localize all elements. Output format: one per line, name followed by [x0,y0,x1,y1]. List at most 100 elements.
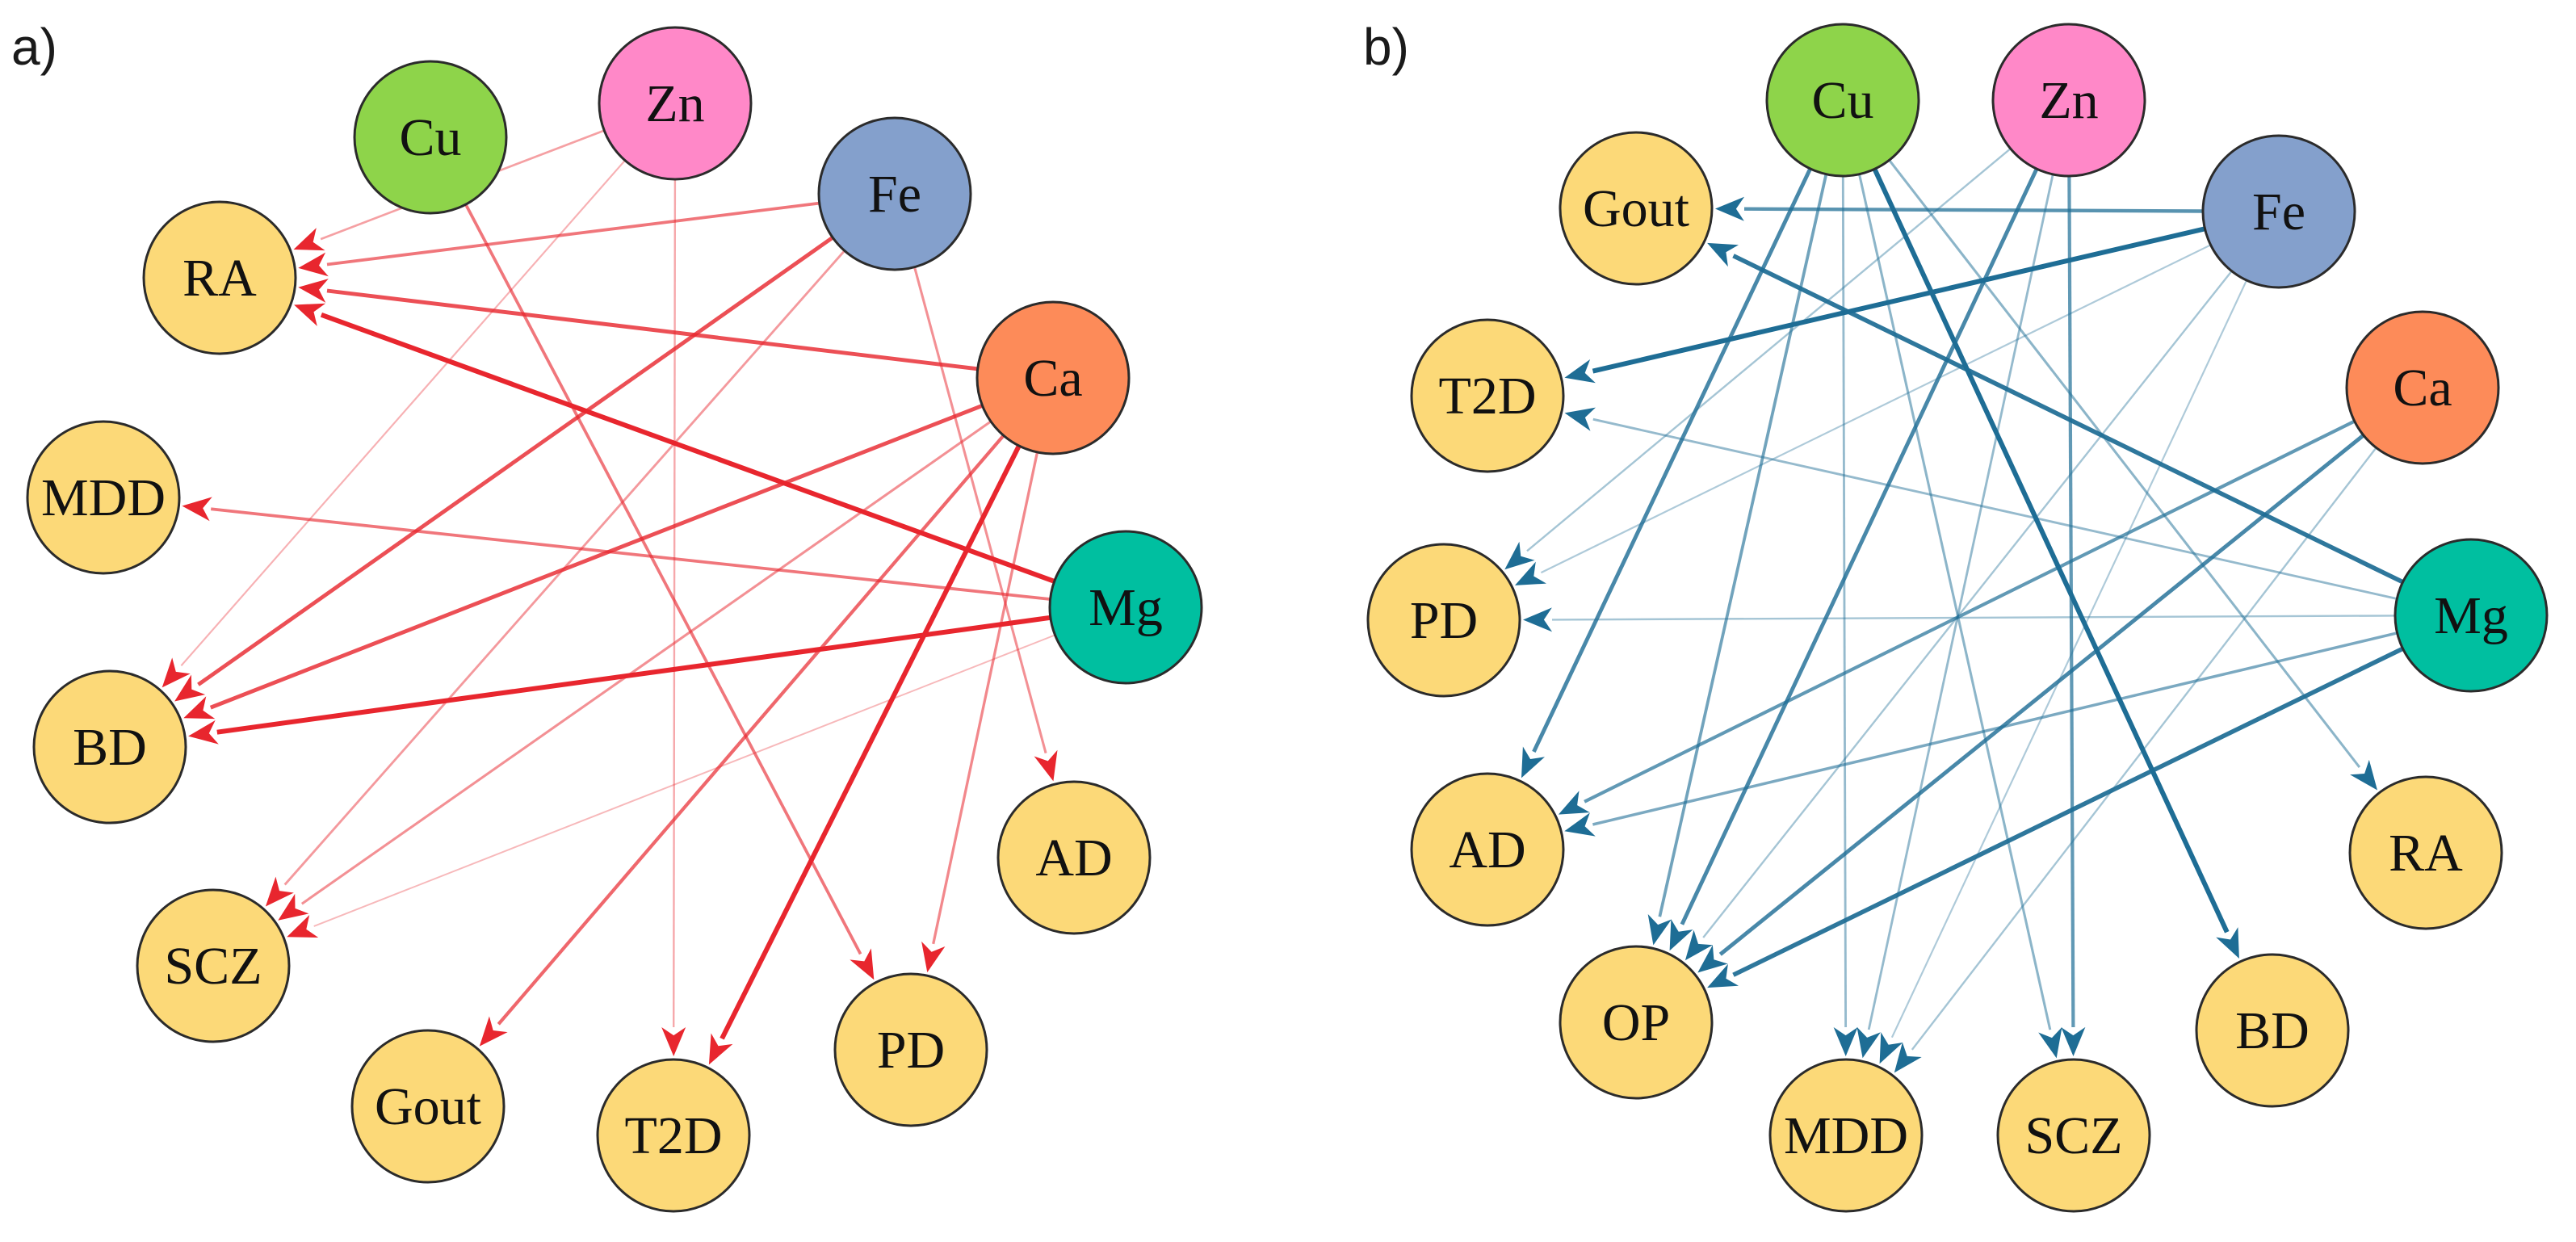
edge-line [1732,646,2404,977]
arrowhead [1697,945,1728,973]
panel-a-node-mg: Mg [1048,530,1203,685]
panel-b-label: b) [1363,18,1409,76]
arrowhead [162,657,191,688]
panel-a-node-pd: PD [833,972,988,1127]
node-label: Cu [1811,71,1873,130]
panel-b-node-cu: Cu [1765,23,1920,178]
edge-line [209,404,984,710]
panel-a-node-ca: Ca [975,300,1131,455]
node-circle [350,1029,506,1184]
panel-a-edge-ca-scz [278,420,992,921]
arrowhead [1684,929,1713,961]
node-label: BD [73,718,147,777]
edge-line [1680,168,2039,925]
arrowhead [1515,561,1546,585]
panel-b-edge-mg-op [1707,646,2404,988]
node-circle [32,669,187,825]
panel-b-edge-cu-bd [1872,168,2239,959]
edge-line [1732,254,2404,585]
arrowhead [1856,1026,1881,1059]
edge-line [1718,434,2365,956]
panel-b-edge-fe-op [1684,270,2233,961]
node-circle [26,420,181,575]
node-label: RA [183,249,257,308]
panel-b-edge-cu-ad [1521,167,1812,778]
panel-a-edges [162,129,1058,1065]
panel-b-edge-cu-mdd [1833,175,1858,1056]
node-circle [596,1058,751,1213]
edge-line [464,204,862,955]
node-circle [1048,530,1203,685]
edge-line [1592,631,2398,826]
node-label: Mg [2434,586,2508,645]
panel-b-node-t2d: T2D [1410,318,1565,473]
arrowhead [1894,1042,1922,1073]
panel-a-edge-mg-scz [287,634,1055,938]
node-label: Cu [399,108,461,167]
arrowhead [921,941,946,973]
arrowhead [1669,919,1693,951]
node-label: T2D [625,1106,723,1165]
node-label: Fe [868,165,921,224]
edge-line [1658,174,1828,917]
node-circle [975,300,1131,455]
arrowhead [1564,407,1596,431]
panel-b-node-scz: SCZ [1996,1058,2151,1213]
node-label: Ca [2393,359,2452,417]
arrowhead [265,876,294,907]
node-label: BD [2235,1001,2310,1060]
arrowhead [1707,242,1739,267]
node-circle [136,888,291,1043]
node-circle [1559,945,1714,1100]
node-label: PD [877,1021,945,1080]
panel-a-node-gout: Gout [350,1029,506,1184]
panel-b-edge-zn-pd [1504,148,2012,570]
node-circle [1410,772,1565,927]
panel-b-node-op: OP [1559,945,1714,1100]
panel-b-edge-ca-ad [1558,419,2356,815]
panel-b-node-bd: BD [2195,953,2350,1108]
panel-a-edge-cu-pd [464,204,875,980]
edge-line [1592,226,2206,374]
edge-line [932,451,1039,945]
panel-b-node-ad: AD [1410,772,1565,927]
panel-a-edge-zn-bd [162,159,626,688]
node-circle [353,60,508,215]
arrowhead [182,497,212,522]
node-label: AD [1035,829,1112,887]
panel-b-node-fe: Fe [2201,134,2356,289]
panel-a-edge-ca-ra [298,279,978,371]
edge-line [1888,159,2361,769]
edge-line [1532,167,1812,753]
panel-a-edge-ca-pd [921,451,1039,973]
panel-b-node-ca: Ca [2345,310,2500,465]
edge-line [1743,207,2204,213]
node-circle [1996,1058,2151,1213]
edge-line [1857,174,2052,1030]
arrowhead [1521,746,1545,778]
panel-a-edge-fe-ad [913,266,1058,782]
panel-a-node-t2d: T2D [596,1058,751,1213]
edge-line [216,615,1051,735]
edge-line [1841,175,1848,1028]
edge-line [913,266,1047,754]
panel-a-node-scz: SCZ [136,888,291,1043]
arrowhead [1707,963,1739,988]
edge-line [497,434,1005,1026]
arrowhead [1034,749,1058,782]
panel-b-edge-zn-op [1669,168,2039,951]
arrowhead [2061,1026,2086,1056]
edge-line [1867,174,2054,1030]
panel-b-node-zn: Zn [1991,23,2146,178]
panel-a-label: a) [11,18,57,76]
node-circle [1768,1058,1924,1213]
edge-line [197,236,834,686]
panel-a-edge-fe-bd [174,236,834,702]
arrowhead [479,1016,508,1047]
edge-line [2067,175,2075,1028]
node-circle [1991,23,2146,178]
arrowhead [278,893,309,921]
node-label: T2D [1439,367,1537,426]
panel-b-edge-ca-op [1697,434,2365,973]
panel-b-edge-fe-gout [1715,196,2204,221]
